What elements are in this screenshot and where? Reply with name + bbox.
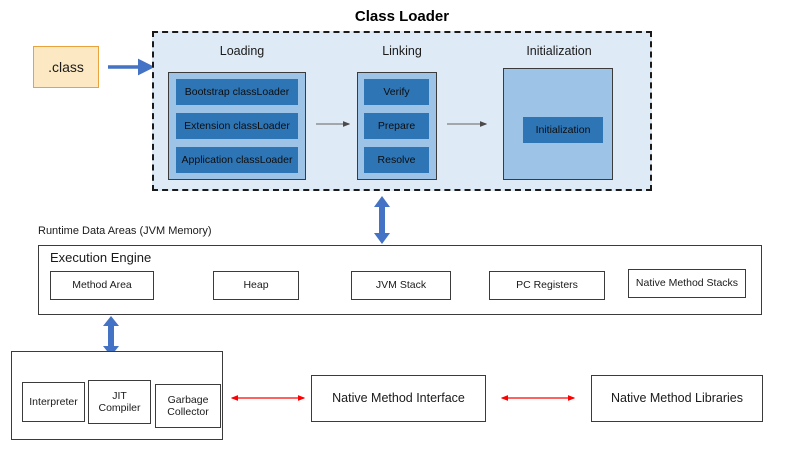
runtime-box-pc-registers-label: PC Registers [516,279,578,292]
jit-line-2: Compiler [98,402,141,414]
phase-label-loading: Loading [219,44,265,58]
runtime-box-method-area-label: Method Area [72,279,132,292]
arrow-loading-to-linking [316,121,351,127]
loading-item-bootstrap[interactable]: Bootstrap classLoader [176,79,298,105]
phase-label-initialization: Initialization [526,44,592,58]
initialization-item[interactable]: Initialization [523,117,603,143]
engine-box-interpreter[interactable]: Interpreter [22,382,85,422]
loading-item-extension[interactable]: Extension classLoader [176,113,298,139]
engine-box-jit-compiler[interactable]: JIT Compiler [88,380,151,424]
native-method-interface-box[interactable]: Native Method Interface [311,375,486,422]
runtime-box-native-method-stacks-label: Native Method Stacks [635,277,739,290]
native-method-libraries-box[interactable]: Native Method Libraries [591,375,763,422]
jit-line-1: JIT [112,389,127,402]
linking-item-resolve[interactable]: Resolve [364,147,429,173]
arrow-linking-to-initialization [447,121,488,127]
runtime-box-heap-label: Heap [243,279,269,292]
execution-engine-inner-label: Execution Engine [50,250,152,265]
loading-item-application[interactable]: Application classLoader [176,147,298,173]
native-method-interface-label: Native Method Interface [332,391,465,406]
gc-line-1: Garbage [167,393,209,406]
arrow-nmi-to-native-method-libraries [500,395,576,401]
runtime-box-method-area[interactable]: Method Area [50,271,154,300]
runtime-box-heap[interactable]: Heap [213,271,299,300]
runtime-box-jvm-stack-label: JVM Stack [375,279,427,292]
arrow-engine-to-native-method-interface [230,395,306,401]
engine-box-garbage-collector-label: Garbage Collector [156,385,220,427]
phase-label-linking: Linking [382,44,422,58]
runtime-box-native-method-stacks[interactable]: Native Method Stacks [628,269,746,298]
class-file-box: .class [33,46,99,88]
runtime-box-jvm-stack[interactable]: JVM Stack [351,271,451,300]
engine-box-jit-compiler-label: JIT Compiler [89,381,150,423]
native-method-libraries-label: Native Method Libraries [610,391,743,406]
runtime-box-pc-registers[interactable]: PC Registers [489,271,605,300]
arrow-classfile-to-classloader [108,58,155,76]
gc-line-2: Collector [167,406,209,418]
engine-box-garbage-collector[interactable]: Garbage Collector [155,384,221,428]
engine-box-interpreter-label: Interpreter [29,395,78,408]
arrow-runtime-to-execution-engine [103,316,119,356]
arrow-classloader-to-runtime [374,196,390,244]
page-title: Class Loader [354,8,450,25]
linking-item-prepare[interactable]: Prepare [364,113,429,139]
runtime-data-areas-caption: Runtime Data Areas (JVM Memory) [38,225,212,237]
linking-item-verify[interactable]: Verify [364,79,429,105]
